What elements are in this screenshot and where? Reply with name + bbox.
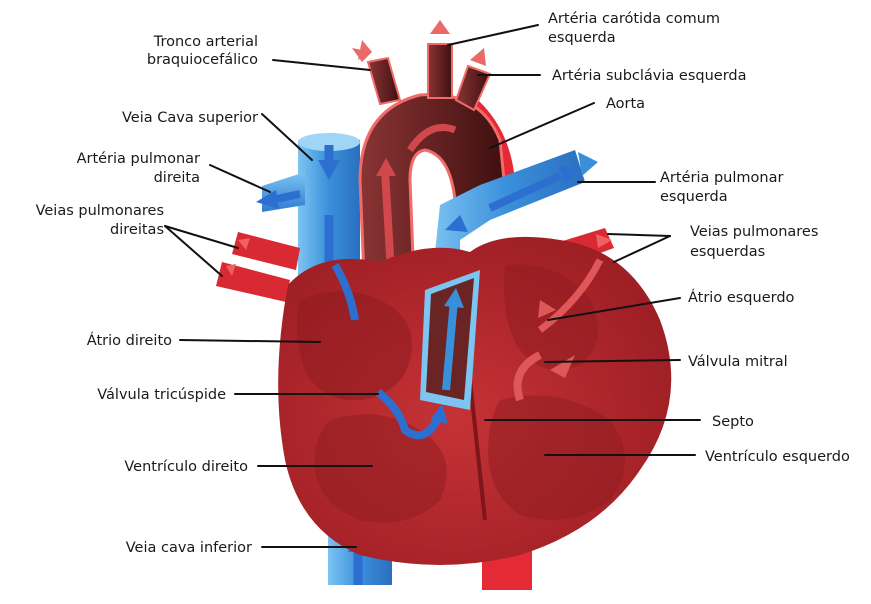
right-pulmonary-artery — [256, 172, 305, 212]
label-pulmonar-esquerda-line1: Artéria pulmonar — [660, 170, 783, 186]
label-carotida-line2: esquerda — [548, 30, 616, 46]
label-ventriculo-esquerdo: Ventrículo esquerdo — [705, 449, 850, 465]
label-aorta: Aorta — [606, 96, 645, 112]
label-valvula-tricuspide: Válvula tricúspide — [97, 387, 226, 403]
label-cava-superior: Veia Cava superior — [122, 110, 258, 126]
label-pulmonar-direita-line2: direita — [154, 170, 200, 186]
label-subclavia: Artéria subclávia esquerda — [552, 68, 747, 84]
label-ventriculo-direito: Ventrículo direito — [124, 459, 248, 475]
heart-body — [278, 237, 671, 565]
label-tronco-line2: braquiocefálico — [147, 52, 258, 68]
label-veias-direitas-line1: Veias pulmonares — [36, 203, 164, 219]
label-veia-cava-inferior: Veia cava inferior — [126, 540, 252, 556]
label-veias-esquerdas-line1: Veias pulmonares — [690, 224, 818, 240]
label-veias-esquerdas-line2: esquerdas — [690, 244, 765, 260]
label-carotida-line1: Artéria carótida comum — [548, 11, 720, 27]
label-veias-direitas-line2: direitas — [110, 222, 164, 238]
label-atrio-direito: Átrio direito — [87, 332, 172, 349]
label-atrio-esquerdo: Átrio esquerdo — [688, 289, 795, 306]
label-tronco-line1: Tronco arterial — [153, 34, 258, 50]
label-septo: Septo — [712, 414, 754, 430]
label-pulmonar-direita-line1: Artéria pulmonar — [77, 151, 200, 167]
label-valvula-mitral: Válvula mitral — [688, 354, 788, 370]
label-pulmonar-esquerda-line2: esquerda — [660, 189, 728, 205]
